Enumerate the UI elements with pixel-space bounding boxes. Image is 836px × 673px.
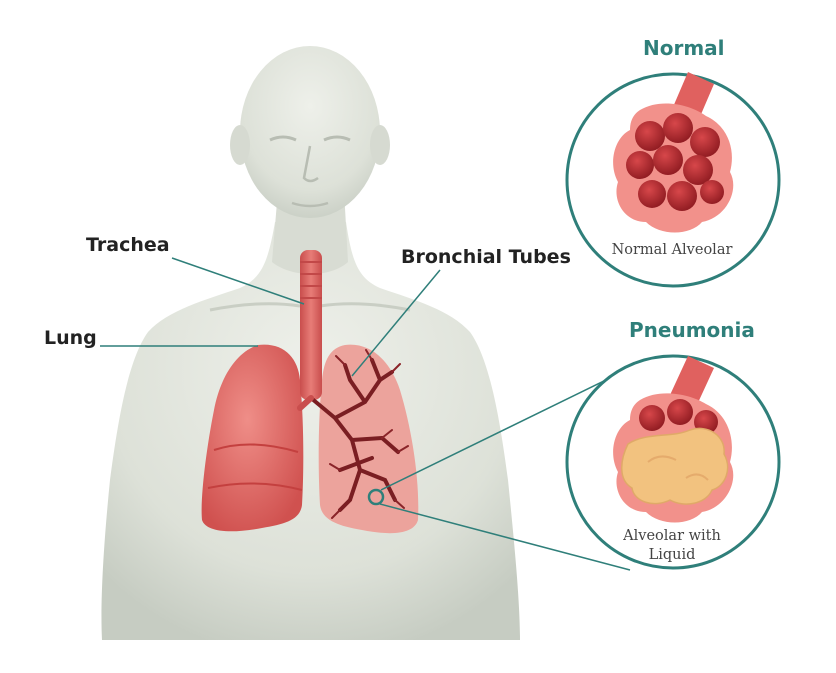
trachea <box>300 250 322 400</box>
right-ear <box>370 125 390 165</box>
mouth <box>291 201 329 208</box>
liquid-fill <box>621 427 729 505</box>
human-figure <box>101 46 521 640</box>
eyes <box>269 135 351 142</box>
lungs <box>201 250 419 534</box>
left-lung-lobe-line <box>213 443 299 453</box>
pneumonia-caption: Alveolar with Liquid <box>582 527 762 565</box>
pneumonia-inset <box>565 354 781 570</box>
normal-alveoli-cluster <box>626 113 724 211</box>
normal-inset <box>565 72 781 288</box>
trachea-label: Trachea <box>86 234 170 256</box>
normal-heading: Normal <box>643 36 725 60</box>
leader-lines <box>100 257 631 571</box>
trachea-rings <box>300 261 322 299</box>
left-bronchus <box>297 395 314 411</box>
normal-caption: Normal Alveolar <box>611 242 733 258</box>
liquid-shading <box>647 455 709 481</box>
zoom-leader-top <box>380 377 611 491</box>
torso <box>101 222 521 640</box>
pneumonia-caption-line2: Liquid <box>648 547 696 563</box>
pneumonia-caption-line1: Alveolar with <box>623 528 721 544</box>
left-lung-lobe-line-2 <box>207 482 303 491</box>
zoom-marker <box>367 488 385 506</box>
bronchial-leader <box>351 269 441 377</box>
left-ear <box>230 125 250 165</box>
nose <box>302 145 319 183</box>
alveolus-icon <box>613 72 734 233</box>
bronchial-tubes-label: Bronchial Tubes <box>401 246 571 268</box>
trachea-leader <box>171 257 305 305</box>
fluid-alveolus-icon <box>613 356 734 523</box>
zoom-leader-bottom <box>379 503 631 571</box>
lung-label: Lung <box>44 327 97 349</box>
pneumonia-heading: Pneumonia <box>629 318 755 342</box>
head <box>240 46 380 218</box>
clavicles <box>209 302 411 312</box>
